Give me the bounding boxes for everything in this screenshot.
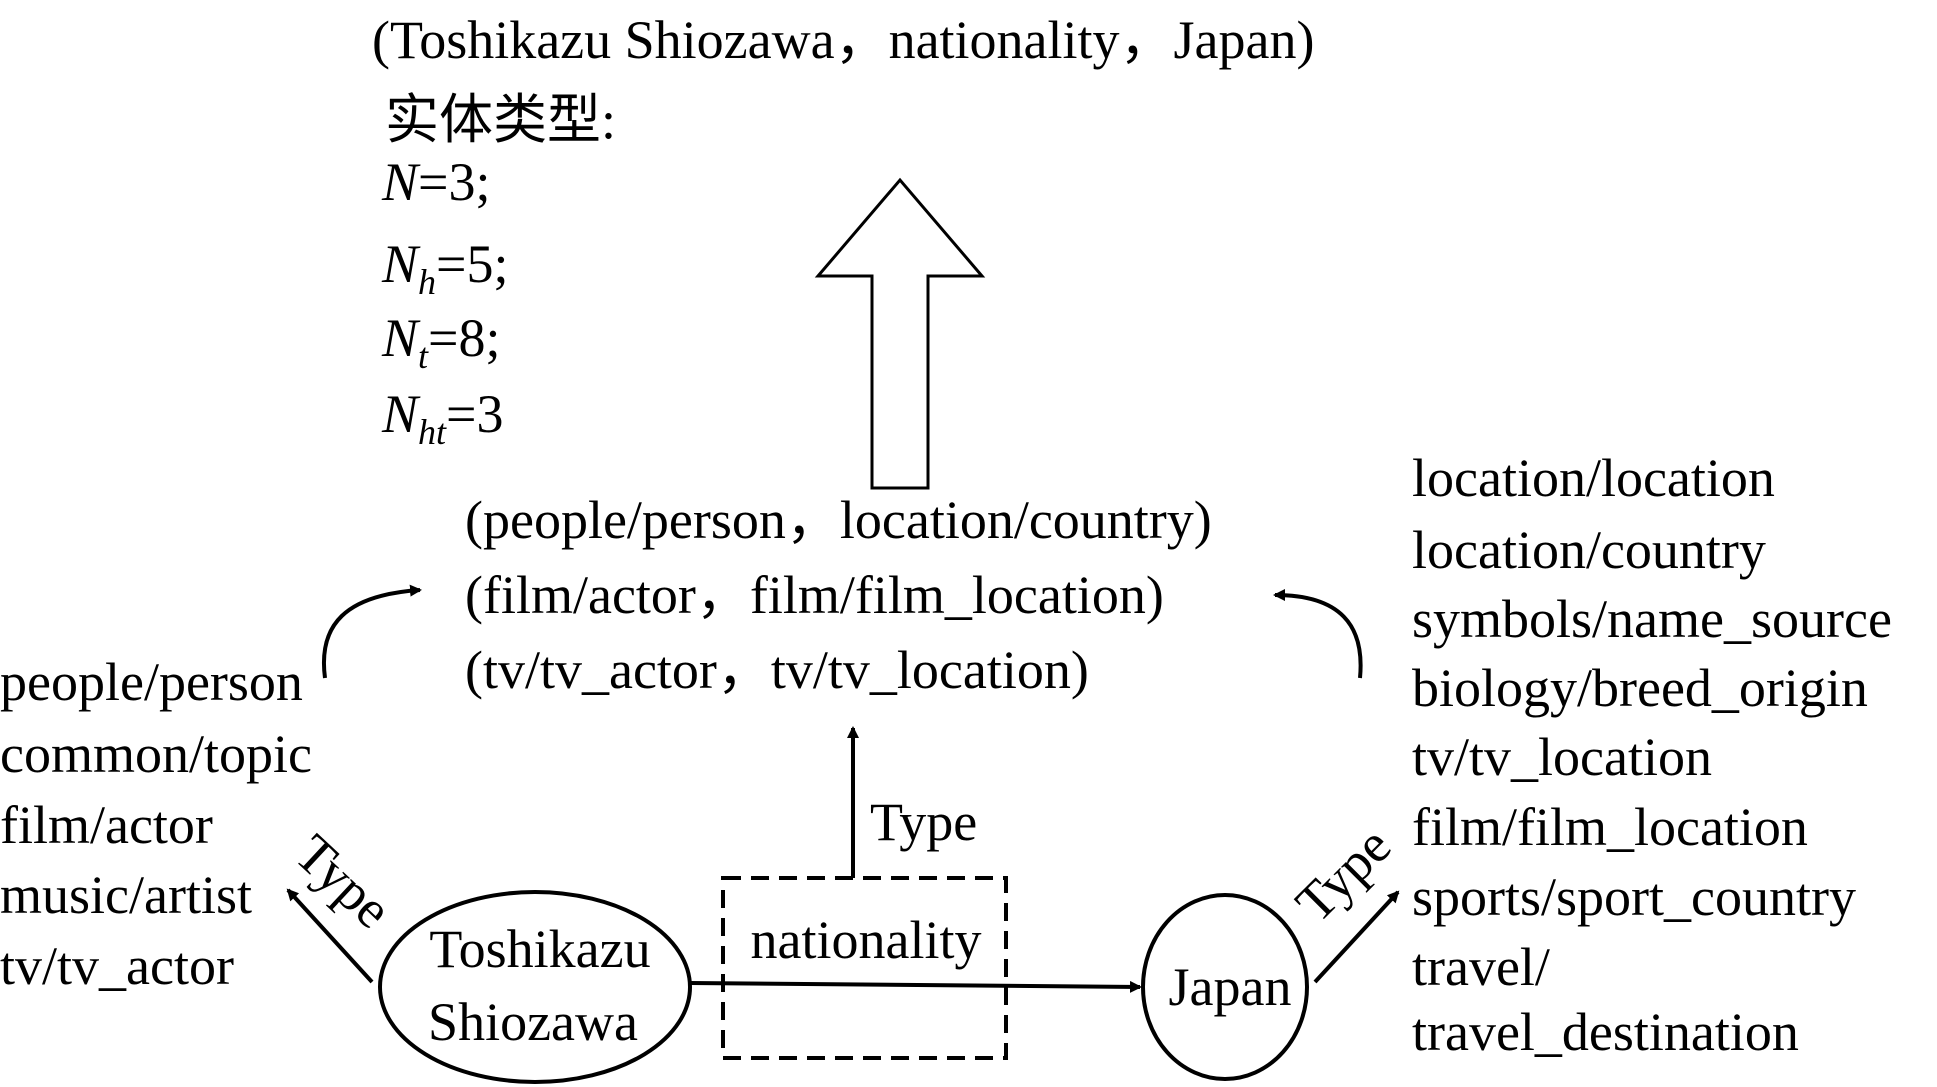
stat-nht-value: =3: [446, 384, 503, 444]
stat-nht-subscript: ht: [418, 412, 447, 452]
type-pair-1: (people/person，location/country): [465, 490, 1212, 550]
head-type-3: film/actor: [0, 795, 213, 855]
head-type-arrow: [286, 888, 374, 984]
head-type-5: tv/tv_actor: [0, 936, 234, 996]
tail-type-3: symbols/name_source: [1412, 589, 1892, 649]
stat-n: N=3;: [381, 152, 491, 212]
tail-entity-label: Japan: [1169, 957, 1292, 1017]
head-entity-line-2: Shiozawa: [428, 992, 638, 1052]
tail-type-2: location/country: [1412, 520, 1766, 580]
stat-nt-subscript: t: [418, 336, 429, 376]
tail-type-4: biology/breed_origin: [1412, 658, 1868, 718]
head-type-label: Type: [284, 823, 403, 940]
relation-arrow: [689, 980, 1142, 993]
tail-type-6: film/film_location: [1412, 797, 1808, 857]
head-type-4: music/artist: [0, 865, 252, 925]
tail-type-7: sports/sport_country: [1412, 867, 1856, 927]
head-type-2: common/topic: [0, 724, 312, 784]
big-up-arrow: [814, 177, 986, 490]
stat-nt-symbol: N: [381, 308, 421, 368]
tail-type-arrow: [1313, 890, 1400, 984]
relation-label: nationality: [751, 910, 982, 970]
curved-arrow-left: [321, 584, 422, 679]
stat-nh-subscript: h: [418, 262, 436, 302]
head-type-1: people/person: [0, 652, 303, 712]
tail-type-label: Type: [1284, 815, 1402, 933]
relation-box: [721, 876, 1008, 1060]
head-entity-line-1: Toshikazu: [429, 919, 650, 979]
head-entity-node: [378, 890, 692, 1084]
stat-nht-symbol: N: [381, 384, 421, 444]
tail-entity-node: [1141, 893, 1309, 1081]
stat-n-value: =3;: [418, 152, 490, 212]
curved-arrow-right: [1273, 589, 1363, 679]
tail-type-9: travel_destination: [1412, 1002, 1799, 1062]
tail-type-1: location/location: [1412, 448, 1775, 508]
tail-type-8: travel/: [1412, 937, 1550, 997]
stat-nt-value: =8;: [428, 308, 500, 368]
type-pair-2: (film/actor，film/film_location): [465, 565, 1164, 625]
stat-nh-value: =5;: [436, 234, 508, 294]
type-pair-3: (tv/tv_actor，tv/tv_location): [465, 640, 1089, 700]
stat-nht: Nht=3: [381, 384, 504, 452]
stat-nh: Nh=5;: [381, 234, 509, 302]
stat-n-symbol: N: [381, 152, 421, 212]
tail-type-5: tv/tv_location: [1412, 727, 1712, 787]
stat-nh-symbol: N: [381, 234, 421, 294]
stat-nt: Nt=8;: [381, 308, 501, 376]
triple-text: (Toshikazu Shiozawa，nationality，Japan): [372, 10, 1314, 70]
relation-type-label: Type: [870, 792, 977, 852]
entity-type-heading: 实体类型:: [385, 90, 616, 150]
